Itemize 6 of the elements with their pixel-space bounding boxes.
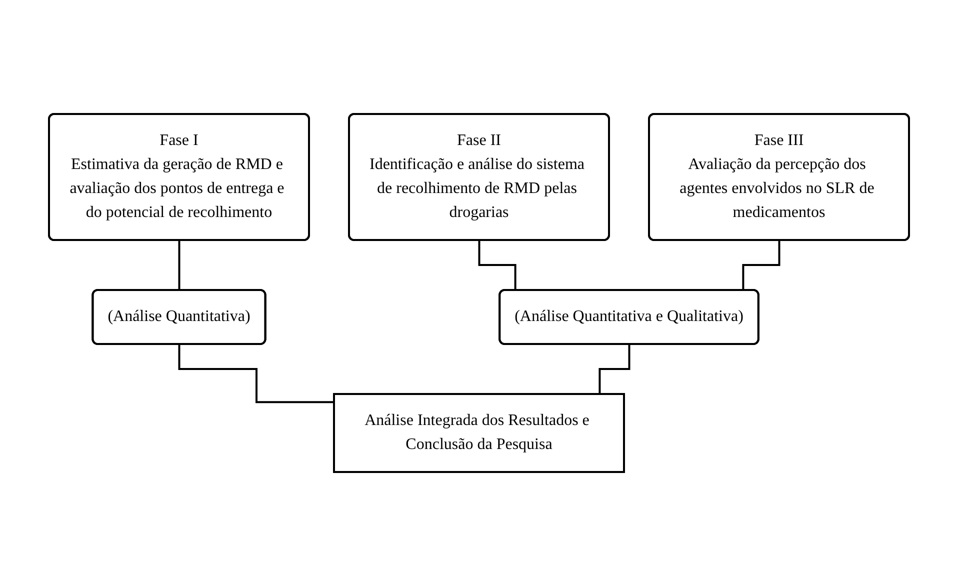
node-text: Fase I Estimativa da geração de RMD e avaliação dos pontos de entrega e do potencial de recolhimento bbox=[70, 132, 284, 220]
node-text: Fase II Identificação e análise do sistema de recolhimento de RMD pelas drogarias bbox=[369, 132, 584, 220]
connector bbox=[178, 239, 180, 291]
connector bbox=[178, 343, 334, 403]
node-text: Fase III Avaliação da percepção dos agentes envolvidos no SLR de medicamentos bbox=[680, 132, 874, 220]
node-box: Análise Integrada dos Resultados e Conclusão da Pesquisa bbox=[333, 392, 625, 472]
